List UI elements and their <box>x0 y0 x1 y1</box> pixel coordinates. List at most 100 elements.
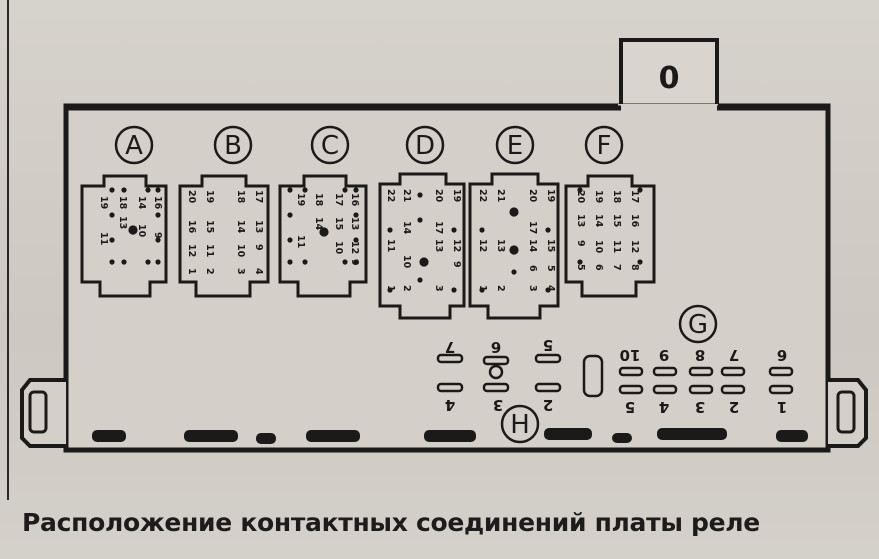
connector-C-housing <box>278 174 368 298</box>
connector-F-housing <box>564 174 656 298</box>
figure-caption: Расположение контактных соединений платы… <box>22 508 760 537</box>
connector-labels: A B C D E F G H <box>114 125 718 444</box>
svg-text:21: 21 <box>495 189 506 202</box>
svg-text:10: 10 <box>401 255 412 269</box>
svg-text:13: 13 <box>253 220 264 233</box>
svg-text:10: 10 <box>136 224 147 238</box>
connector-C-letter: C <box>321 131 339 161</box>
svg-text:3: 3 <box>235 268 246 275</box>
svg-text:9: 9 <box>575 240 586 247</box>
svg-text:8: 8 <box>629 264 640 271</box>
svg-text:5: 5 <box>545 265 556 272</box>
svg-text:19: 19 <box>98 196 109 209</box>
connector-H-pins: 7 6 5 4 3 2 <box>436 336 562 414</box>
svg-text:18: 18 <box>313 193 324 207</box>
svg-text:2: 2 <box>495 285 506 292</box>
svg-text:22: 22 <box>385 189 396 202</box>
svg-text:16: 16 <box>152 196 163 210</box>
svg-text:12: 12 <box>451 239 462 252</box>
g-pin-10: 10 <box>620 346 641 364</box>
svg-text:19: 19 <box>451 189 462 202</box>
h-pin-4: 4 <box>445 396 455 414</box>
svg-text:22: 22 <box>477 189 488 202</box>
svg-text:14: 14 <box>313 217 324 231</box>
svg-text:15: 15 <box>204 220 215 233</box>
svg-text:10: 10 <box>235 244 246 258</box>
g-pin-6: 6 <box>777 346 787 364</box>
svg-text:6: 6 <box>593 264 604 271</box>
svg-text:12: 12 <box>349 241 360 254</box>
svg-text:18: 18 <box>235 190 246 204</box>
svg-text:19: 19 <box>204 190 215 203</box>
svg-text:19: 19 <box>295 193 306 206</box>
svg-text:17: 17 <box>527 221 538 234</box>
svg-text:15: 15 <box>333 217 344 230</box>
svg-text:15: 15 <box>545 239 556 252</box>
connector-E-housing <box>468 172 560 320</box>
svg-text:9: 9 <box>253 244 264 251</box>
svg-text:7: 7 <box>611 264 622 271</box>
g-pin-4: 4 <box>659 398 669 416</box>
svg-text:12: 12 <box>477 239 488 252</box>
g-pin-8: 8 <box>695 346 705 364</box>
svg-text:3: 3 <box>433 285 444 292</box>
connector-E-letter: E <box>507 131 523 161</box>
svg-text:12: 12 <box>629 240 640 253</box>
svg-text:20: 20 <box>186 190 197 204</box>
pins-E-col2: 21 13 2 <box>495 189 506 292</box>
svg-text:20: 20 <box>433 189 444 203</box>
h-pin-3: 3 <box>493 396 503 414</box>
svg-text:11: 11 <box>295 235 306 248</box>
svg-text:14: 14 <box>235 220 246 234</box>
svg-text:14: 14 <box>593 214 604 228</box>
svg-text:13: 13 <box>349 217 360 230</box>
svg-text:6: 6 <box>527 265 538 272</box>
svg-text:11: 11 <box>204 244 215 257</box>
h-pin-7: 7 <box>445 338 455 356</box>
h-pin-2: 2 <box>543 396 553 414</box>
svg-text:4: 4 <box>253 268 264 275</box>
svg-text:18: 18 <box>117 196 128 210</box>
connector-A-housing <box>80 174 168 298</box>
connector-E-label: E <box>495 125 535 165</box>
connector-D-housing <box>378 172 466 320</box>
g-pin-7: 7 <box>729 346 739 364</box>
connector-housings <box>80 172 656 320</box>
svg-text:10: 10 <box>593 240 604 254</box>
svg-text:10: 10 <box>333 241 344 255</box>
connector-G-letter: G <box>688 310 708 340</box>
connector-A-label: A <box>114 125 154 165</box>
svg-text:13: 13 <box>575 214 586 227</box>
right-mount-ear <box>828 378 868 448</box>
connector-H-letter: H <box>510 410 530 440</box>
pin-dots <box>109 187 643 293</box>
svg-text:19: 19 <box>593 190 604 203</box>
svg-text:9: 9 <box>152 232 163 239</box>
relay-label: 0 <box>659 61 680 96</box>
svg-text:12: 12 <box>186 244 197 257</box>
svg-text:14: 14 <box>401 221 412 235</box>
connector-B-letter: B <box>224 131 242 161</box>
svg-text:18: 18 <box>611 190 622 204</box>
svg-text:14: 14 <box>136 196 147 210</box>
svg-text:1: 1 <box>385 285 396 292</box>
connector-A-letter: A <box>125 131 143 161</box>
connector-B-housing <box>178 174 270 298</box>
svg-text:13: 13 <box>495 239 506 252</box>
connector-C-label: C <box>310 125 350 165</box>
connector-F-letter: F <box>597 131 612 161</box>
svg-text:17: 17 <box>433 221 444 234</box>
